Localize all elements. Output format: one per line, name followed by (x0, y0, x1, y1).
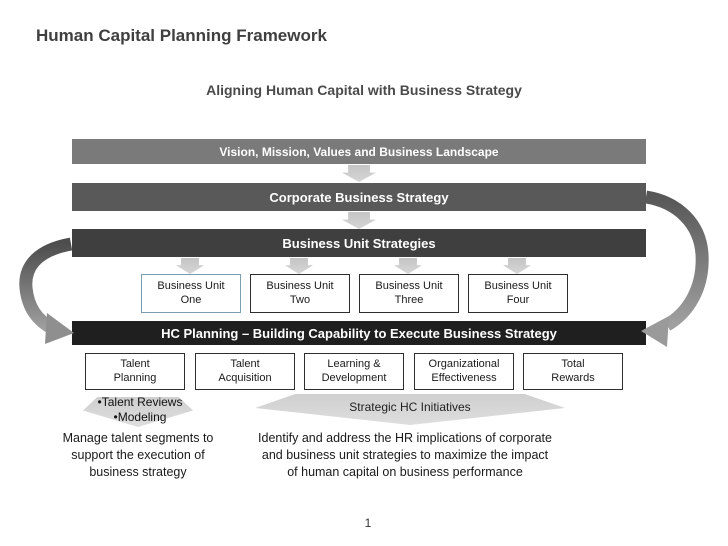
note-line: of human capital on business performance (287, 465, 523, 479)
down-arrow-icon (176, 258, 204, 274)
talent-reviews-bullets: •Talent Reviews •Modeling (75, 395, 205, 425)
box-label: Development (321, 371, 387, 384)
down-arrow-icon (285, 258, 313, 274)
business-unit-two-box: Business Unit Two (250, 274, 350, 313)
vision-mission-bar: Vision, Mission, Values and Business Lan… (72, 139, 646, 164)
box-label: Total (561, 358, 585, 370)
hr-implications-note: Identify and address the HR implications… (245, 430, 565, 481)
box-label: Learning & (327, 358, 381, 370)
box-label: Three (394, 293, 424, 306)
note-line: Identify and address the HR implications… (258, 431, 552, 445)
talent-planning-box: Talent Planning (85, 353, 185, 390)
corporate-strategy-bar: Corporate Business Strategy (72, 183, 646, 211)
box-label: Two (289, 293, 311, 306)
box-label: Business Unit (266, 280, 334, 292)
note-line: support the execution of (71, 448, 205, 462)
strategic-hc-initiatives-label: Strategic HC Initiatives (349, 400, 471, 414)
box-label: Planning (113, 371, 157, 384)
box-label: Talent (120, 358, 150, 370)
hc-planning-bar: HC Planning – Building Capability to Exe… (72, 321, 646, 345)
talent-acquisition-box: Talent Acquisition (195, 353, 295, 390)
right-curved-arrow-icon (641, 190, 709, 347)
box-label: One (180, 293, 202, 306)
slide-subtitle: Aligning Human Capital with Business Str… (206, 82, 522, 98)
box-label: Business Unit (375, 280, 443, 292)
down-arrow-icon (394, 258, 422, 274)
learning-development-box: Learning & Development (304, 353, 404, 390)
box-label: Rewards (551, 371, 595, 384)
talent-segments-note: Manage talent segments to support the ex… (48, 430, 228, 481)
down-arrow-icon (342, 165, 376, 182)
note-line: and business unit strategies to maximize… (261, 448, 549, 462)
box-label: Business Unit (484, 280, 552, 292)
page-title: Human Capital Planning Framework (36, 26, 327, 45)
business-unit-strategies-bar: Business Unit Strategies (72, 229, 646, 257)
page-number: 1 (364, 516, 372, 530)
box-label: Organizational (428, 358, 500, 370)
left-curved-arrow-icon (19, 237, 74, 344)
box-label: Four (506, 293, 530, 306)
note-line: business strategy (89, 465, 187, 479)
organizational-effectiveness-box: Organizational Effectiveness (414, 353, 514, 390)
down-arrow-icon (503, 258, 531, 274)
box-label: Acquisition (218, 371, 272, 384)
total-rewards-box: Total Rewards (523, 353, 623, 390)
box-label: Business Unit (157, 280, 225, 292)
business-unit-three-box: Business Unit Three (359, 274, 459, 313)
bullet-item: •Talent Reviews (97, 395, 183, 409)
business-unit-one-box: Business Unit One (141, 274, 241, 313)
bullet-item: •Modeling (113, 410, 167, 424)
note-line: Manage talent segments to (62, 431, 214, 445)
business-unit-four-box: Business Unit Four (468, 274, 568, 313)
down-arrow-icon (342, 212, 376, 229)
box-label: Effectiveness (431, 371, 497, 384)
box-label: Talent (230, 358, 260, 370)
